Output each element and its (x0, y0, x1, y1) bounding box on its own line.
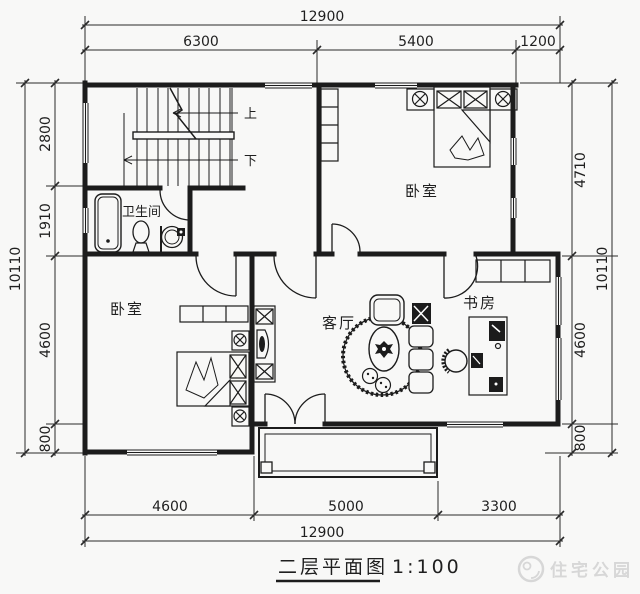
bedroom-top-furniture (320, 86, 518, 168)
dim-right-seg-4600: 4600 (573, 322, 589, 358)
window-study-bottom (447, 421, 503, 428)
drawing-scale: 1:100 (392, 556, 462, 578)
toilet-icon (132, 220, 150, 253)
windows (82, 82, 562, 456)
window-top-bedroom (375, 82, 417, 89)
window-bedroom-top-right-1 (510, 138, 517, 165)
dim-bottom-total: 12900 (300, 525, 345, 541)
dim-bottom-seg-3300: 3300 (481, 499, 517, 515)
room-label-bedroom-left: 卧室 (110, 300, 144, 318)
dimension-chain-left (16, 78, 85, 458)
tv-unit-icon (253, 305, 276, 383)
doors (159, 189, 479, 425)
watermark-text: 住宅公园 (550, 560, 634, 581)
bed-icon (433, 86, 491, 168)
window-left-stair (82, 103, 89, 163)
wardrobe-icon (320, 88, 339, 162)
washbasin-icon (160, 225, 185, 249)
stool-icons (361, 367, 392, 394)
window-study-right-2 (555, 338, 562, 400)
door-bathroom (159, 189, 191, 221)
watermark-logo-icon (517, 555, 545, 583)
room-label-study: 书房 (463, 294, 497, 312)
stair-rail (132, 131, 235, 140)
stair-label-up: 上 (244, 107, 257, 122)
sofa-cushions-icon (408, 325, 434, 394)
nightstand-bottom-icon (231, 406, 250, 427)
living-room-furniture (253, 294, 434, 397)
door-bedroom-left (195, 255, 237, 297)
page-title: 二层平面图 (278, 556, 388, 578)
dim-bottom-seg-5000: 5000 (328, 499, 364, 515)
dim-top-total: 12900 (300, 9, 345, 25)
dimension-chain-right (520, 78, 618, 458)
bathroom-fixtures (94, 193, 185, 253)
bedroom-left-furniture (176, 305, 250, 427)
staircase (123, 87, 238, 186)
dim-right-seg-800: 800 (573, 425, 589, 452)
dim-bottom-seg-4600: 4600 (152, 499, 188, 515)
dim-right-total: 10110 (595, 247, 611, 292)
dim-left-seg-800: 800 (38, 426, 54, 453)
door-study (443, 255, 479, 299)
dresser-icon (179, 305, 249, 323)
balcony-post-left (260, 461, 273, 474)
plant-icon (412, 303, 431, 324)
door-living-entry (273, 255, 317, 299)
stair-break-line (169, 87, 197, 140)
nightstand-left-icon (406, 88, 435, 111)
desk-icon (468, 316, 508, 396)
study-furniture (441, 259, 551, 396)
window-study-right-1 (555, 277, 562, 325)
window-top-hall (265, 82, 312, 89)
dim-left-seg-1910: 1910 (38, 203, 54, 239)
bookshelf-icon (475, 259, 551, 283)
balcony (258, 427, 438, 478)
stair-arrow-down (123, 155, 238, 165)
window-left-bathroom (82, 208, 89, 233)
door-balcony-double (264, 393, 326, 425)
room-label-living: 客厅 (322, 314, 356, 332)
dim-right-seg-4710: 4710 (573, 152, 589, 188)
dim-top-seg-5400: 5400 (398, 34, 434, 50)
window-bedroom-left-bottom (127, 449, 217, 456)
dim-left-seg-2800: 2800 (38, 116, 54, 152)
stair-label-down: 下 (244, 154, 257, 169)
office-chair-icon (441, 348, 468, 374)
dim-top-seg-6300: 6300 (183, 34, 219, 50)
dim-left-total: 10110 (8, 247, 24, 292)
dim-left-seg-4600: 4600 (38, 322, 54, 358)
stair-arrow-up (172, 108, 238, 118)
room-label-bedroom-top: 卧室 (405, 182, 439, 200)
nightstand-top-icon (231, 330, 250, 351)
sofa-set-icon (341, 294, 434, 397)
dimension-chain-top (80, 16, 565, 85)
balcony-post-right (423, 461, 436, 474)
dim-top-seg-1200: 1200 (520, 34, 556, 50)
armchair-icon (369, 294, 405, 326)
bathtub-icon (94, 193, 122, 253)
room-label-bathroom: 卫生间 (122, 205, 161, 220)
dimension-chain-bottom (80, 456, 565, 547)
window-bedroom-top-right-2 (510, 198, 517, 218)
door-bedroom-top (331, 223, 361, 253)
coffee-table-icon (368, 326, 400, 372)
bed-icon (176, 351, 250, 407)
